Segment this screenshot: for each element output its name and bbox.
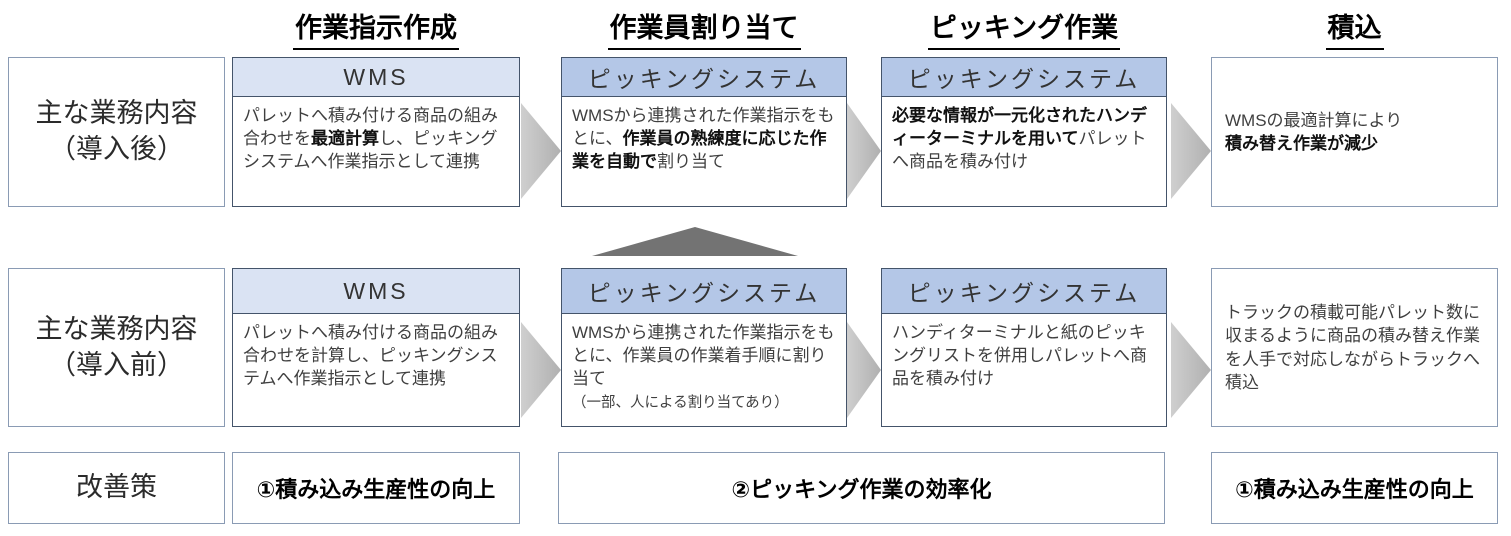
stage-title-loading: 積込 — [1211, 6, 1498, 50]
flow-arrow-right-icon — [521, 103, 561, 199]
improvement-box-picking-efficiency: ②ピッキング作業の効率化 — [558, 452, 1165, 524]
after-box-wms: WMS パレットへ積み付ける商品の組み合わせを最適計算し、ピッキングシステムへ作… — [232, 57, 520, 207]
system-name-header: WMS — [233, 269, 519, 314]
system-name-header: ピッキングシステム — [882, 269, 1166, 314]
box-body-text: パレットへ積み付ける商品の組み合わせを計算し、ピッキングシステムへ作業指示として… — [243, 323, 498, 389]
row-label-line: 主な業務内容 — [35, 313, 198, 344]
after-box-picking-system-assignment: ピッキングシステム WMSから連携された作業指示をもとに、作業員の熟練度に応じた… — [561, 57, 847, 207]
before-box-picking-system-picking: ピッキングシステム ハンディターミナルと紙のピッキングリストを併用しパレットへ商… — [881, 268, 1167, 427]
system-name-header: ピッキングシステム — [562, 269, 846, 314]
system-name-header: ピッキングシステム — [882, 58, 1166, 97]
system-name-header: ピッキングシステム — [562, 58, 846, 97]
before-box-loading: トラックの積載可能パレット数に収まるように商品の積み替え作業を人手で対応しながら… — [1211, 268, 1498, 427]
improvement-box-loading-productivity-left: ①積み込み生産性の向上 — [232, 452, 520, 524]
stage-title-worker-assignment: 作業員割り当て — [561, 6, 847, 50]
upgrade-arrow-up-icon — [592, 227, 798, 256]
flow-arrow-right-icon — [1171, 322, 1211, 418]
flow-arrow-right-icon — [847, 322, 881, 418]
box-body-text: パレットへ積み付ける商品の組み合わせを最適計算し、ピッキングシステムへ作業指示と… — [243, 106, 498, 172]
after-box-loading: WMSの最適計算により積み替え作業が減少 — [1211, 57, 1498, 207]
box-body-text: WMSから連携された作業指示をもとに、作業員の作業着手順に割り当て（一部、人によ… — [572, 323, 835, 412]
after-box-picking-system-picking: ピッキングシステム 必要な情報が一元化されたハンディーターミナルを用いてパレット… — [881, 57, 1167, 207]
box-body-text: ハンディターミナルと紙のピッキングリストを併用しパレットへ商品を積み付け — [892, 323, 1147, 389]
row-label-line: （導入後） — [49, 134, 184, 164]
row-label-line: 改善策 — [76, 472, 157, 503]
row-label-line: （導入前） — [49, 349, 184, 380]
stage-title-picking-work: ピッキング作業 — [881, 6, 1167, 50]
flow-arrow-right-icon — [521, 322, 561, 418]
before-box-picking-system-assignment: ピッキングシステム WMSから連携された作業指示をもとに、作業員の作業着手順に割… — [561, 268, 847, 427]
flow-arrow-right-icon — [1171, 103, 1211, 199]
improvement-box-loading-productivity-right: ①積み込み生産性の向上 — [1211, 452, 1498, 524]
row-label-before-intro: 主な業務内容 （導入前） — [8, 268, 225, 427]
row-label-after-intro: 主な業務内容 （導入後） — [8, 57, 225, 207]
box-body-text: WMSの最適計算により積み替え作業が減少 — [1225, 110, 1403, 153]
stage-title-instruction-creation: 作業指示作成 — [232, 6, 520, 50]
box-body-text: WMSから連携された作業指示をもとに、作業員の熟練度に応じた作業を自動で割り当て — [572, 106, 835, 172]
row-label-improvement: 改善策 — [8, 452, 225, 524]
flow-arrow-right-icon — [847, 103, 881, 199]
box-body-text: トラックの積載可能パレット数に収まるように商品の積み替え作業を人手で対応しながら… — [1225, 303, 1480, 392]
box-body-text: 必要な情報が一元化されたハンディーターミナルを用いてパレットへ商品を積み付け — [892, 106, 1147, 172]
system-name-header: WMS — [233, 58, 519, 97]
before-box-wms: WMS パレットへ積み付ける商品の組み合わせを計算し、ピッキングシステムへ作業指… — [232, 268, 520, 427]
row-label-line: 主な業務内容 — [35, 98, 198, 129]
